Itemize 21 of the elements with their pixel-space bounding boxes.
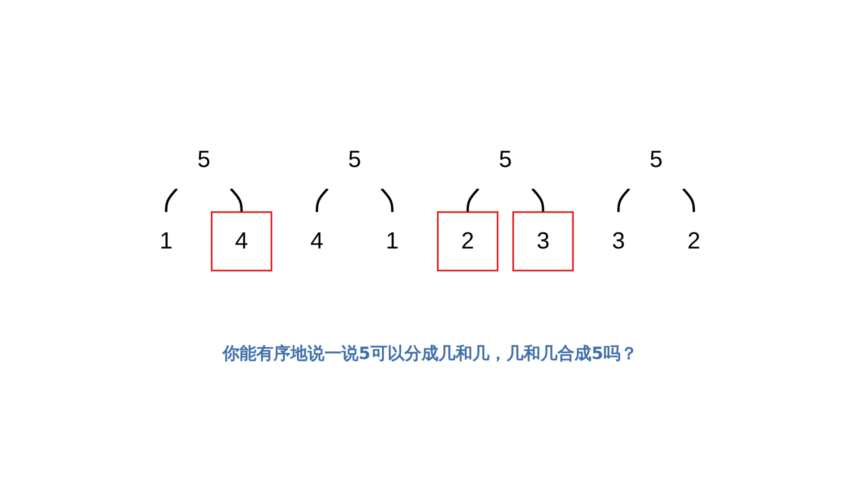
node-text: 3 xyxy=(612,228,625,254)
connector xyxy=(380,188,394,212)
connector xyxy=(531,188,544,212)
node-text: 1 xyxy=(160,228,173,254)
connector xyxy=(466,188,480,212)
node-box: 3 xyxy=(512,210,574,271)
connector xyxy=(165,188,178,212)
node-box: 4 xyxy=(210,210,272,271)
node-text: 4 xyxy=(310,228,324,254)
node-box: 2 xyxy=(437,210,498,271)
node-text: 5 xyxy=(197,146,210,172)
node-text: 2 xyxy=(687,228,700,254)
connector xyxy=(316,188,329,212)
connector xyxy=(230,188,243,212)
node-text: 5 xyxy=(650,146,663,172)
node-text: 1 xyxy=(386,228,399,254)
caption: 你能有序地说一说5可以分成几和几，几和几合成5吗？ xyxy=(221,343,638,365)
node-text: 5 xyxy=(348,146,362,172)
node-text: 5 xyxy=(498,146,512,172)
connector xyxy=(617,188,630,212)
connector xyxy=(682,188,695,212)
